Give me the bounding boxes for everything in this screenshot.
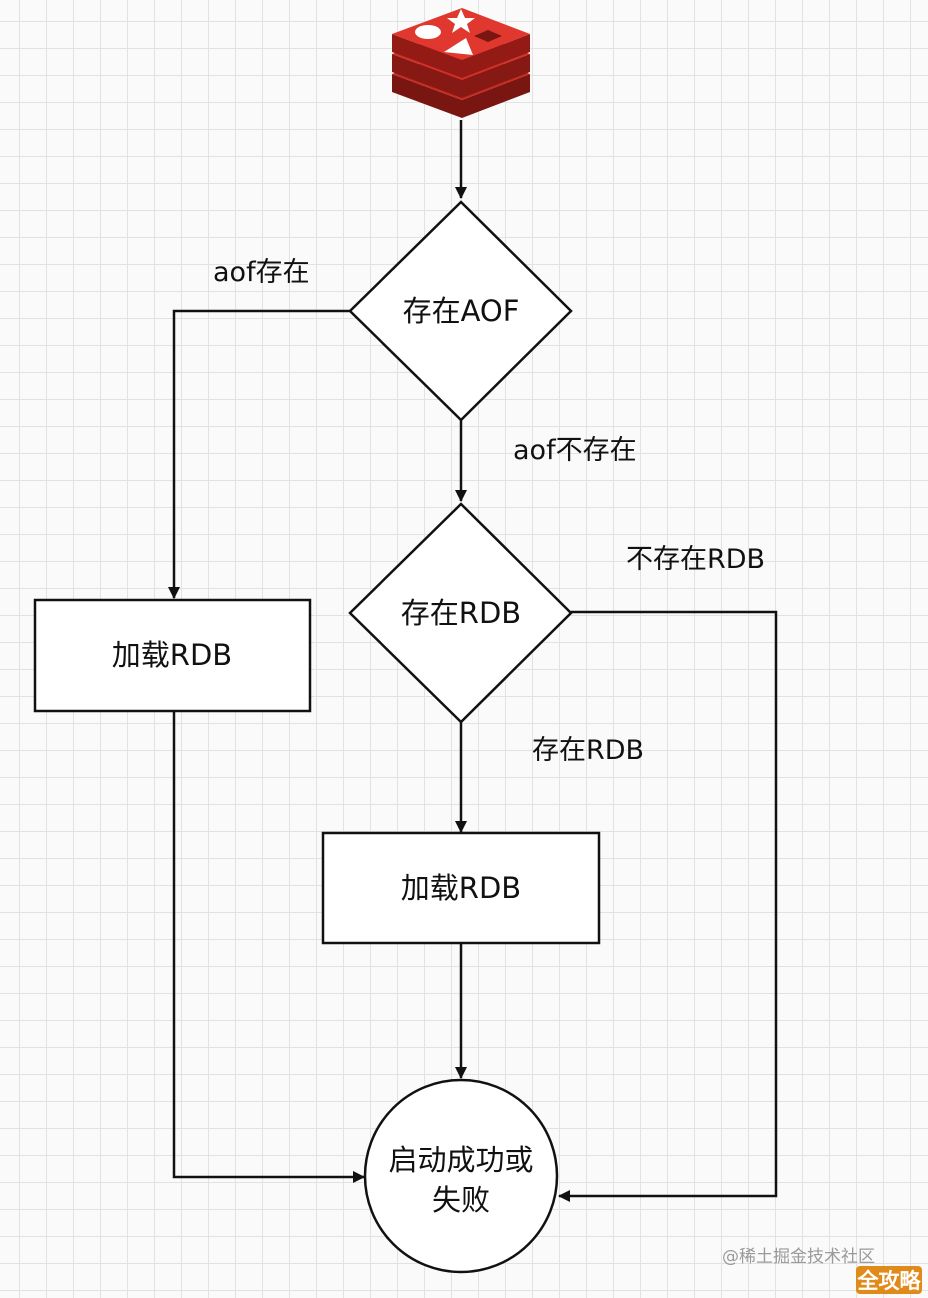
end-circle xyxy=(363,1078,559,1274)
redis-logo-icon xyxy=(392,8,530,118)
load-rdb-center-label: 加载RDB xyxy=(401,871,521,905)
load-rdb-left-box xyxy=(33,598,312,713)
decision-aof-label: 存在AOF xyxy=(403,294,520,328)
watermark: @稀土掘金技术社区 xyxy=(722,1247,875,1267)
edge-label-rdb-exists: 存在RDB xyxy=(532,735,644,766)
edge-label-aof-exists: aof存在 xyxy=(213,257,310,288)
edge-rdb-not-exists xyxy=(558,610,778,1202)
load-rdb-left-label: 加载RDB xyxy=(112,638,232,672)
end-label-line2: 失败 xyxy=(432,1183,490,1217)
edge-label-aof-not-exists: aof不存在 xyxy=(513,435,637,466)
decision-rdb-diamond xyxy=(348,502,573,724)
decision-aof-diamond xyxy=(348,200,573,422)
edge-aof-exists xyxy=(168,309,350,599)
site-badge: 全攻略 xyxy=(856,1266,922,1294)
edge-label-rdb-not-exists: 不存在RDB xyxy=(626,544,765,575)
end-label-line1: 启动成功或 xyxy=(388,1143,533,1177)
site-badge-label: 全攻略 xyxy=(857,1269,922,1293)
edge-load-left-to-end xyxy=(172,711,365,1183)
load-rdb-center-box xyxy=(321,831,601,945)
decision-rdb-label: 存在RDB xyxy=(401,596,521,630)
